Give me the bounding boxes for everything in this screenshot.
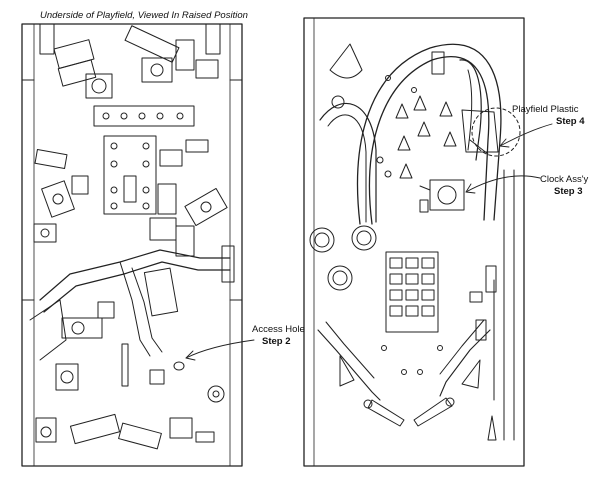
access-hole-step: Step 2 bbox=[262, 336, 291, 347]
orbit-wire bbox=[358, 44, 501, 224]
center-ramp bbox=[460, 60, 481, 160]
lower-playfield bbox=[318, 320, 496, 440]
left-ramp bbox=[320, 103, 376, 222]
center-switch-board bbox=[35, 136, 208, 214]
shooter-lane bbox=[504, 170, 514, 440]
playfield-inserts bbox=[377, 76, 456, 179]
clock-assy-step: Step 3 bbox=[554, 186, 583, 197]
mid-mechanisms bbox=[34, 176, 227, 256]
underside-outline bbox=[22, 24, 242, 466]
clock-assembly-part bbox=[420, 180, 464, 212]
left-flipper bbox=[368, 400, 404, 426]
top-coil-assemblies bbox=[54, 26, 218, 126]
diagram-caption: Underside of Playfield, Viewed In Raised… bbox=[40, 10, 248, 21]
lower-mechanisms bbox=[36, 268, 224, 449]
pop-bumpers bbox=[310, 226, 376, 290]
access-hole-label: Access Hole bbox=[252, 324, 305, 335]
playfield-plastic-part bbox=[462, 108, 520, 156]
clock-assy-label: Clock Ass'y bbox=[540, 174, 589, 185]
center-insert-grid bbox=[386, 252, 438, 332]
playfield-plastic-label: Playfield Plastic bbox=[512, 104, 579, 115]
access-hole-leader bbox=[186, 340, 254, 358]
underside-panel bbox=[22, 24, 254, 466]
clock-assy-leader bbox=[466, 176, 540, 192]
right-flipper bbox=[414, 398, 452, 426]
topside-outline bbox=[304, 18, 524, 466]
playfield-plastic-leader bbox=[500, 124, 552, 146]
playfield-plastic-step: Step 4 bbox=[556, 116, 585, 127]
wire-channel bbox=[30, 246, 234, 360]
access-hole-part bbox=[174, 362, 184, 370]
topside-panel bbox=[304, 18, 552, 466]
